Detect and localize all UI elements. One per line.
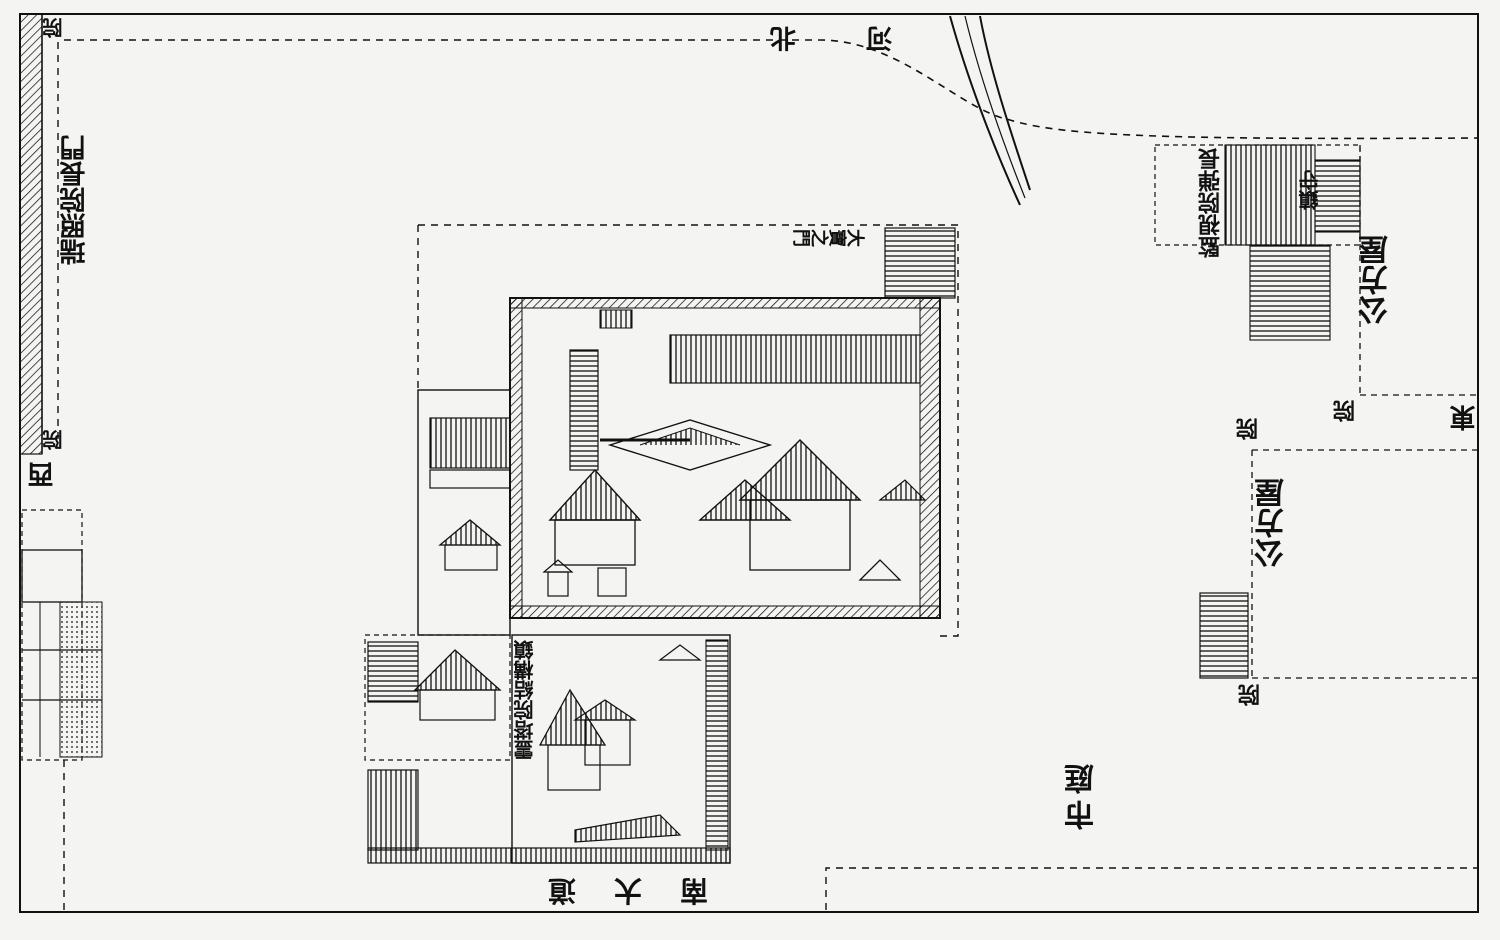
pagoda-icon <box>600 419 773 471</box>
south-road-label: 南大道 <box>510 874 709 907</box>
main-compound <box>509 297 941 619</box>
north-river-label: 河北 <box>700 22 893 52</box>
public-hall-south-label: 公方屋 <box>1255 478 1290 568</box>
gate-w-label: 院 <box>42 430 66 450</box>
east-houses-north <box>1154 144 1478 396</box>
south-compound <box>364 634 731 864</box>
gate-ne-label: 院 <box>1333 400 1359 422</box>
river-bank-line <box>64 39 1479 140</box>
west-houses <box>21 509 103 761</box>
north-enclosure <box>418 224 959 637</box>
west-alley-label: 西 <box>28 462 58 488</box>
public-hall-north-label: 公方屋 <box>1359 235 1394 325</box>
inner-compound-label: 霊塔院結構鎮 <box>513 640 537 760</box>
northeast-office-label: 監視院弾長 <box>1198 148 1224 258</box>
west-wall <box>19 13 43 455</box>
gate-se-label: 院 <box>1238 684 1264 706</box>
temple-hall-icon <box>548 439 927 581</box>
bridge-icon <box>949 15 1031 206</box>
gate-nw-label: 院 <box>42 18 66 38</box>
east-alley-label: 東 <box>1450 405 1480 431</box>
temple-grounds-label: 大寶之門 <box>793 226 865 247</box>
market-yard-line <box>825 867 1478 910</box>
map-frame <box>19 13 1479 913</box>
market-yard-label: 市庭 <box>1065 758 1100 830</box>
gate-e-label: 院 <box>1236 418 1262 440</box>
west-annex <box>417 389 511 636</box>
stone-lantern-icon <box>542 559 627 597</box>
east-houses-south <box>1199 449 1478 679</box>
southeast-shrine-label: 鎮守 <box>1298 170 1322 210</box>
northwest-office-label: 瑞照院長門 <box>60 135 90 265</box>
